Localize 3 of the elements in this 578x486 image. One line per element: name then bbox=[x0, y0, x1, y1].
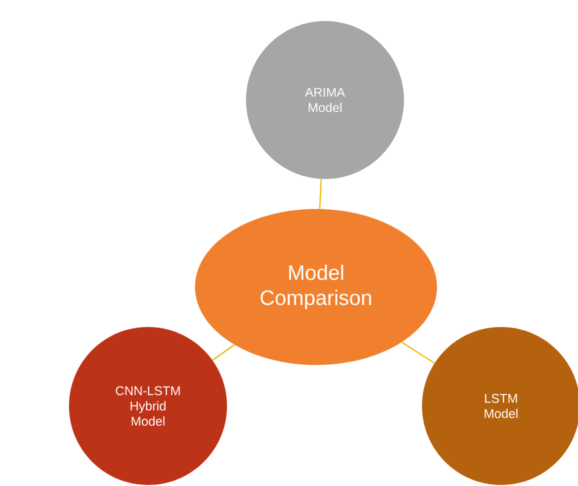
connector-line bbox=[319, 179, 322, 209]
connector-line bbox=[212, 344, 235, 361]
connector-line bbox=[401, 342, 435, 364]
